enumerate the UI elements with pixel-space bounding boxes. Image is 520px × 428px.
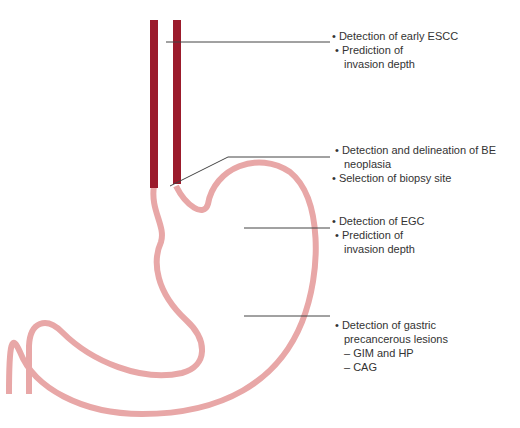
finding-label: • Prediction of invasion depth (335, 228, 444, 256)
finding-label: • Detection of EGC (332, 214, 516, 228)
esophagus-wall (173, 20, 181, 184)
leader-line (244, 316, 330, 317)
leader-line (166, 42, 330, 43)
sub-finding-label: – GIM and HP (344, 346, 513, 360)
lesser-curvature (29, 186, 202, 394)
finding-label: • Detection of early ESCC (332, 29, 516, 43)
leader-line (170, 157, 330, 186)
leader-lines (166, 42, 330, 316)
sub-finding-label: – CAG (344, 360, 513, 374)
greater-curvature (9, 162, 316, 414)
finding-label: • Selection of biopsy site (332, 171, 516, 185)
finding-label: • Prediction of invasion depth (335, 43, 444, 71)
finding-label: • Detection of gastric precancerous lesi… (335, 318, 494, 346)
finding-label: • Detection and delineation of BE neopla… (335, 143, 504, 171)
esophagus (150, 20, 181, 188)
leader-line (244, 228, 330, 229)
stomach-outline (9, 162, 316, 414)
esophagus-wall (150, 20, 158, 188)
